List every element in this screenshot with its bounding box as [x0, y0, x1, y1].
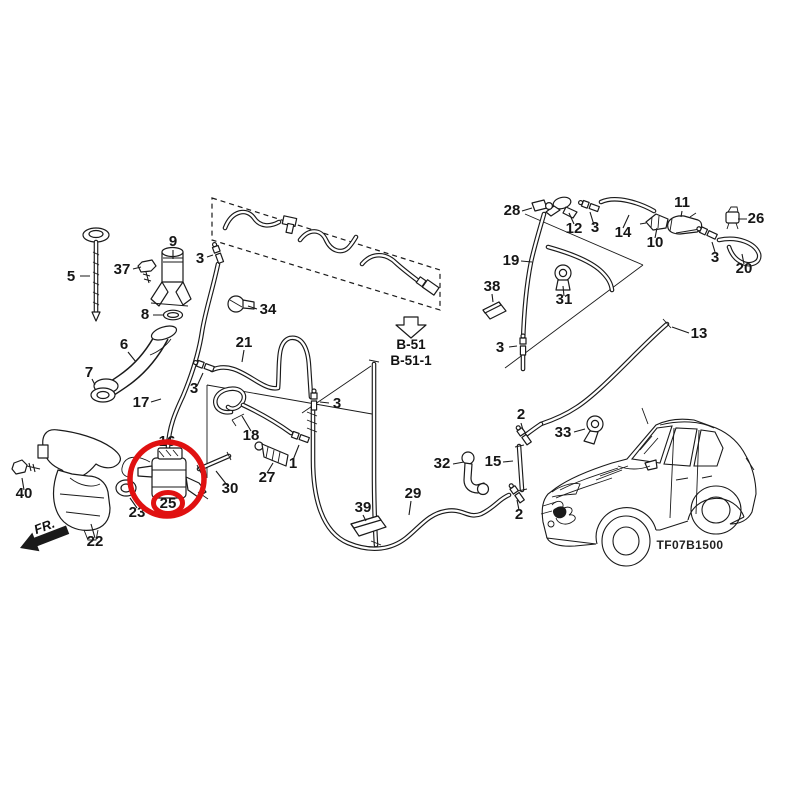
- callout-39[interactable]: 39: [355, 499, 372, 516]
- callout-2-lower[interactable]: 2: [515, 506, 523, 523]
- callout-3f[interactable]: 3: [333, 395, 341, 412]
- grommet-7: [90, 378, 119, 403]
- bolt-37: [137, 259, 157, 284]
- pad-38: [482, 301, 507, 320]
- o-ring-8: [162, 309, 184, 321]
- callout-3b[interactable]: 3: [591, 219, 599, 236]
- tube-15: [514, 443, 528, 493]
- callout-6[interactable]: 6: [120, 336, 128, 353]
- hose-18: [213, 386, 294, 436]
- highlight-circle-small: [151, 490, 185, 516]
- fr-direction-arrow: FR.: [20, 516, 70, 552]
- callout-26[interactable]: 26: [748, 210, 765, 227]
- callout-12[interactable]: 12: [566, 220, 583, 237]
- callout-9[interactable]: 9: [169, 233, 177, 250]
- callout-32[interactable]: 32: [434, 455, 451, 472]
- callout-28[interactable]: 28: [504, 202, 521, 219]
- pad-39: [350, 515, 387, 537]
- dashed-detail-box: [211, 197, 441, 311]
- callout-25[interactable]: 25: [160, 495, 177, 512]
- callout-labels: 5 37 9 3 8 6 7 17 34 21 3 3 18 1 27 30 1…: [16, 194, 765, 550]
- clip-33: [583, 415, 604, 445]
- joint-27: [254, 441, 289, 467]
- hose-13: [524, 318, 672, 437]
- b51-reference-arrow: [395, 316, 427, 339]
- callout-13[interactable]: 13: [691, 325, 708, 342]
- callout-10[interactable]: 10: [647, 234, 664, 251]
- callout-2-upper[interactable]: 2: [517, 406, 525, 423]
- b51-reference-line1: B-51: [396, 337, 426, 352]
- diagram-code: TF07B1500: [657, 538, 724, 552]
- hose-21: [209, 335, 314, 400]
- highlight-circle: [127, 439, 207, 519]
- projection-lines: [206, 213, 644, 478]
- callout-1[interactable]: 1: [289, 455, 297, 472]
- callout-3e[interactable]: 3: [190, 380, 198, 397]
- clip-34: [227, 295, 255, 313]
- fr-label: FR.: [32, 516, 57, 538]
- check-valve-10: [639, 213, 669, 231]
- hose-20: [716, 236, 762, 267]
- callout-18[interactable]: 18: [243, 427, 260, 444]
- callout-29[interactable]: 29: [405, 485, 422, 502]
- joint-2-lower: [508, 483, 525, 504]
- callout-27[interactable]: 27: [259, 469, 276, 486]
- callout-7[interactable]: 7: [85, 364, 93, 381]
- joint-2-upper: [515, 425, 532, 446]
- joint-28: [531, 199, 553, 212]
- bolt-40: [11, 459, 41, 475]
- callout-3a[interactable]: 3: [196, 250, 204, 267]
- joint-1: [290, 430, 310, 444]
- washer-cap-rod: [82, 227, 110, 322]
- b51-reference-line2: B-51-1: [390, 353, 432, 368]
- hose-29: [306, 403, 512, 551]
- hose-vertical: [368, 359, 382, 548]
- callout-17[interactable]: 17: [133, 394, 150, 411]
- callout-8[interactable]: 8: [141, 306, 149, 323]
- filler-neck-upper: [150, 246, 192, 307]
- car-illustration: [540, 407, 757, 567]
- washer-tank: [37, 429, 122, 541]
- callout-30[interactable]: 30: [222, 480, 239, 497]
- callout-3c[interactable]: 3: [711, 249, 719, 266]
- hose-fitting-icon: [281, 215, 440, 296]
- leader-lines: [21, 207, 747, 539]
- callout-22[interactable]: 22: [87, 533, 104, 550]
- callout-34[interactable]: 34: [260, 301, 277, 318]
- nozzle-11: [667, 212, 703, 235]
- callout-20[interactable]: 20: [736, 260, 753, 277]
- callout-11[interactable]: 11: [674, 194, 690, 211]
- stay-32: [461, 451, 490, 496]
- callout-5[interactable]: 5: [67, 268, 75, 285]
- callout-14[interactable]: 14: [615, 224, 632, 241]
- callout-38[interactable]: 38: [484, 278, 501, 295]
- clip-31: [554, 264, 572, 291]
- callout-15[interactable]: 15: [485, 453, 502, 470]
- clip-26: [725, 206, 740, 230]
- hose-joints: [193, 199, 718, 504]
- callout-33[interactable]: 33: [555, 424, 572, 441]
- hose-14: [598, 197, 657, 214]
- nozzle-12: [545, 196, 578, 219]
- callout-3d[interactable]: 3: [496, 339, 504, 356]
- hose-17: [165, 261, 221, 450]
- callout-40[interactable]: 40: [16, 485, 33, 502]
- callout-21[interactable]: 21: [236, 334, 253, 351]
- callout-31[interactable]: 31: [556, 291, 573, 308]
- callout-37[interactable]: 37: [114, 261, 131, 278]
- callout-19[interactable]: 19: [503, 252, 520, 269]
